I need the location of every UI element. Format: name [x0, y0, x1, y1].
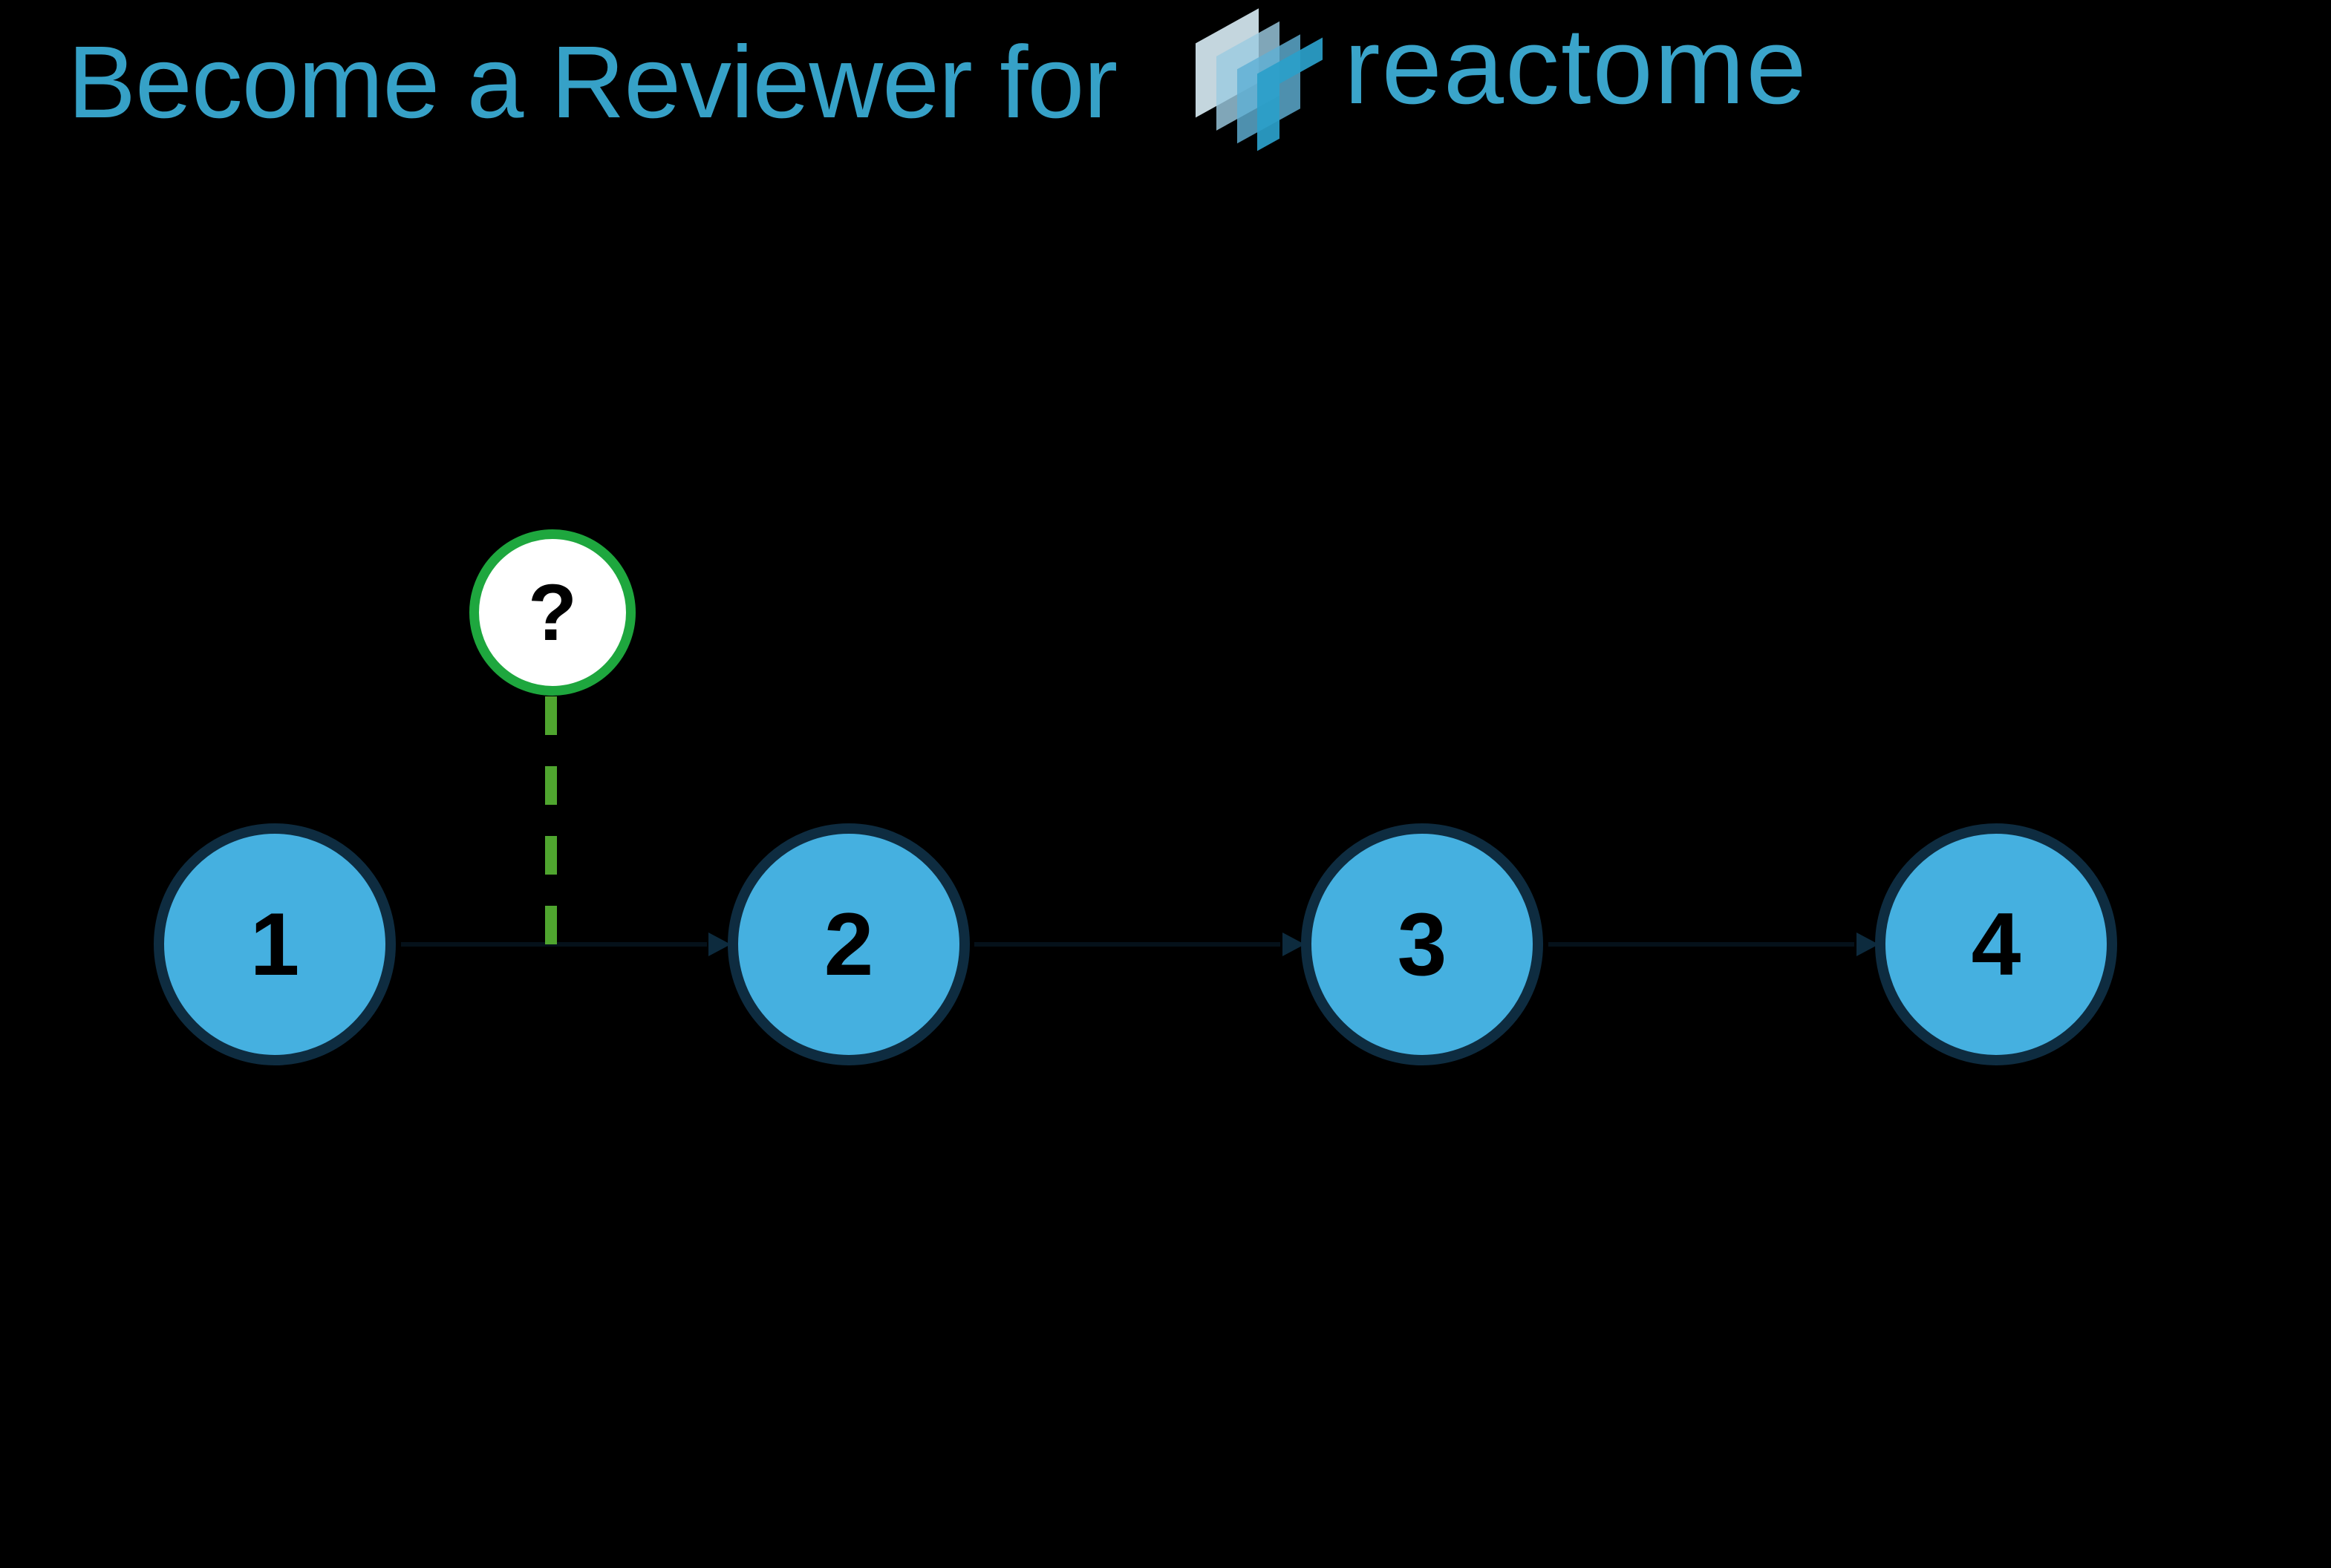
step-circle-2: 2 [728, 823, 970, 1065]
step-circle-4: 4 [1875, 823, 2117, 1065]
unknown-step-node: ? [469, 529, 636, 696]
step-label-1: 1 [250, 895, 300, 994]
step-circle-3: 3 [1301, 823, 1543, 1065]
step-label-2: 2 [824, 895, 874, 994]
unknown-step-label: ? [528, 567, 577, 657]
step-label-3: 3 [1397, 895, 1447, 994]
step-connector-arrows [401, 932, 1879, 956]
reactome-wordmark: reactome [1344, 5, 1808, 126]
step-circle-1: 1 [154, 823, 396, 1065]
step-label-4: 4 [1971, 895, 2021, 994]
logo-cross [1257, 37, 1323, 151]
page-title: Become a Reviewer for [68, 25, 1118, 140]
reactome-logo-icon [1196, 8, 1323, 151]
